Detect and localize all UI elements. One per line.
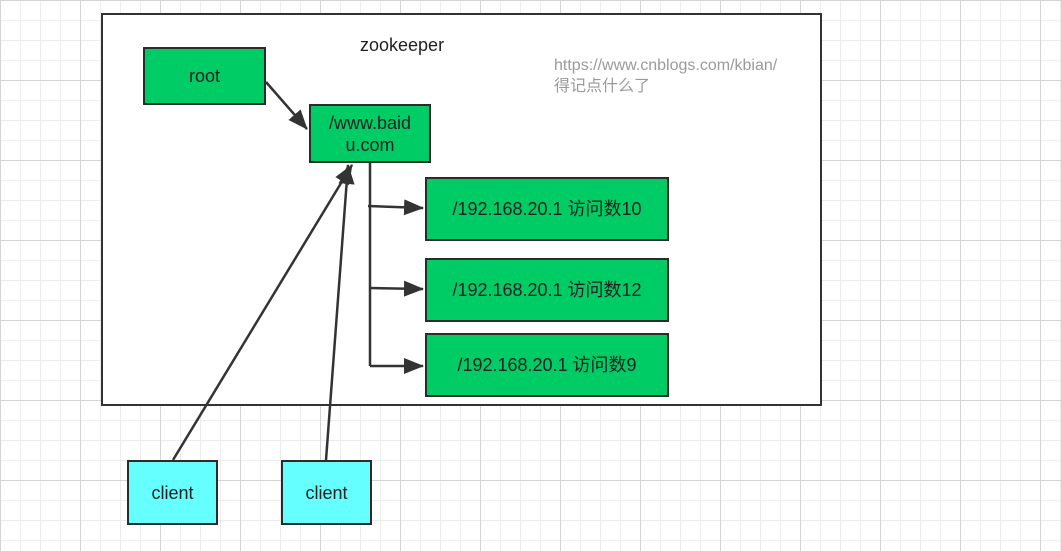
edge-client-2-to-domain <box>324 164 355 461</box>
diagram-title: zookeeper <box>360 35 445 55</box>
edge-domain-to-ip-2 <box>369 280 424 297</box>
node-ip-2-label: /192.168.20.1 访问数12 <box>452 280 642 300</box>
node-ip-1-label: /192.168.20.1 访问数10 <box>452 199 642 219</box>
node-root[interactable]: root <box>143 47 266 105</box>
node-ip-2[interactable]: /192.168.20.1 访问数12 <box>425 258 669 322</box>
edge-domain-to-ip-1 <box>367 199 424 216</box>
node-domain-label: /www.baidu.com <box>328 112 412 155</box>
node-client-1[interactable]: client <box>127 460 218 525</box>
watermark-caption: 得记点什么了 <box>554 78 651 95</box>
watermark-url: https://www.cnblogs.com/kbian/ <box>554 57 778 74</box>
node-ip-3-label: /192.168.20.1 访问数9 <box>457 355 637 375</box>
edge-root-to-domain <box>265 81 308 130</box>
node-client-2-label: client <box>305 482 348 503</box>
node-ip-1[interactable]: /192.168.20.1 访问数10 <box>425 177 669 241</box>
watermark: https://www.cnblogs.com/kbian/ 得记点什么了 <box>554 55 777 97</box>
node-ip-3[interactable]: /192.168.20.1 访问数9 <box>425 333 669 397</box>
node-root-label: root <box>188 66 221 86</box>
node-client-2[interactable]: client <box>281 460 372 525</box>
node-client-1-label: client <box>151 482 194 503</box>
edge-client-1-to-domain <box>171 164 354 461</box>
node-domain[interactable]: /www.baidu.com <box>309 104 431 163</box>
